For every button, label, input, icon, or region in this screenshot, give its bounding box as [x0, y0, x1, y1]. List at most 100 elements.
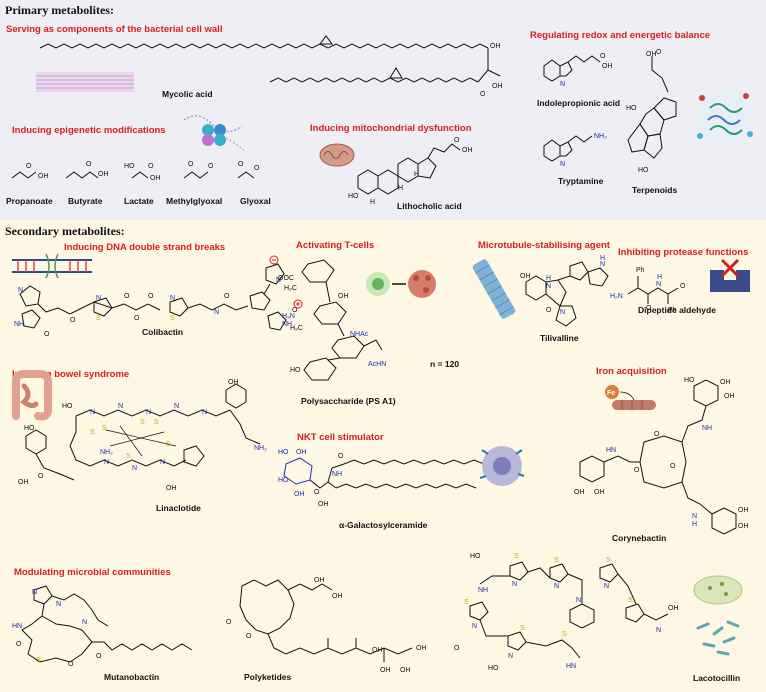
svg-text:NH₂: NH₂: [254, 445, 267, 452]
svg-text:O: O: [44, 331, 50, 338]
redox-title: Regulating redox and energetic balance: [530, 30, 711, 41]
secondary-heading: Secondary metabolites:: [5, 224, 125, 238]
svg-text:H: H: [546, 275, 551, 282]
svg-text:O: O: [16, 641, 22, 648]
svg-text:HO: HO: [348, 193, 359, 200]
secondary-panel: Secondary metabolites: Inducing DNA doub…: [0, 220, 766, 692]
svg-text:O: O: [654, 431, 660, 438]
svg-text:O: O: [454, 137, 460, 144]
svg-text:O: O: [188, 161, 194, 168]
svg-text:N: N: [508, 653, 513, 660]
iron-bacterium-illustration: Fe: [605, 385, 656, 410]
svg-text:O: O: [148, 163, 154, 170]
tcell-atom-h3c-2: H₃C: [290, 325, 303, 332]
nkt-cell-illustration: [476, 446, 528, 486]
svg-text:N: N: [560, 309, 565, 316]
svg-text:O: O: [124, 293, 130, 300]
svg-text:N: N: [56, 601, 61, 608]
svg-text:O: O: [546, 307, 552, 314]
intestine-illustration: [8, 370, 54, 422]
lactate-label: Lactate: [124, 196, 154, 206]
svg-text:S: S: [126, 453, 131, 460]
svg-text:O: O: [238, 161, 244, 168]
svg-text:S: S: [562, 631, 567, 638]
svg-text:N: N: [146, 409, 151, 416]
svg-text:N: N: [214, 309, 219, 316]
colibactin-label: Colibactin: [142, 327, 184, 337]
galactosylceramide-label: α-Galactosylceramide: [339, 520, 428, 530]
svg-text:OH: OH: [462, 147, 473, 154]
svg-text:OH: OH: [314, 577, 325, 584]
svg-text:N: N: [554, 583, 559, 590]
svg-text:S: S: [170, 315, 175, 322]
microbial-title: Modulating microbial communities: [14, 567, 171, 578]
svg-text:S: S: [36, 657, 41, 664]
indolepropionic-label: Indolepropionic acid: [537, 98, 621, 108]
svg-text:HO: HO: [626, 105, 637, 112]
microtubule-title: Microtubule-stabilising agent: [478, 240, 610, 251]
svg-text:S: S: [464, 599, 469, 606]
microtubule-icon: [472, 259, 516, 319]
svg-text:O: O: [254, 165, 260, 172]
svg-text:N: N: [132, 465, 137, 472]
lithocholic-acid-label: Lithocholic acid: [397, 201, 462, 211]
svg-text:S: S: [96, 315, 101, 322]
svg-text:OH: OH: [602, 63, 613, 70]
svg-text:N: N: [104, 459, 109, 466]
primary-panel: Primary metabolites: Serving as componen…: [0, 0, 766, 220]
svg-text:HO: HO: [638, 167, 649, 174]
fe-label: Fe: [607, 390, 615, 397]
nkt-title: NKT cell stimulator: [297, 432, 384, 443]
lacotocillin-label: Lacotocillin: [693, 673, 741, 683]
tcell-atom-h3c: H₃C: [284, 285, 297, 292]
svg-text:N: N: [160, 459, 165, 466]
tcell-title: Activating T-cells: [296, 240, 375, 251]
svg-text:O: O: [292, 307, 298, 314]
svg-text:O: O: [480, 91, 486, 98]
mutanobactin-label: Mutanobactin: [104, 672, 160, 682]
svg-text:N: N: [604, 583, 609, 590]
svg-text:OH: OH: [738, 507, 749, 514]
bowel-title: Inducing bowel syndrome: [12, 369, 130, 380]
svg-text:OH: OH: [724, 393, 735, 400]
svg-text:N: N: [170, 295, 175, 302]
svg-text:OH: OH: [18, 479, 29, 486]
tilivalline-label: Tilivalline: [540, 333, 579, 343]
polysaccharide-n: n = 120: [430, 359, 460, 369]
terpenoids-label: Terpenoids: [632, 185, 678, 195]
epigenetic-title: Inducing epigenetic modifications: [12, 125, 166, 136]
butyrate-label: Butyrate: [68, 196, 103, 206]
svg-text:O: O: [314, 489, 320, 496]
svg-text:OH: OH: [150, 175, 161, 182]
mycolic-acid-structure: OH OH O: [40, 30, 503, 98]
svg-text:OH: OH: [492, 83, 503, 90]
svg-text:OH: OH: [416, 645, 427, 652]
inhibited-protease-icon: [710, 258, 750, 292]
svg-text:S: S: [166, 441, 171, 448]
svg-text:N: N: [576, 597, 581, 604]
svg-text:OH: OH: [720, 379, 731, 386]
svg-text:O: O: [26, 163, 32, 170]
corynebactin-label: Corynebactin: [612, 533, 667, 543]
svg-text:S: S: [554, 557, 559, 564]
tcell-atom-ooc: OOC: [278, 275, 294, 282]
svg-text:O: O: [96, 653, 102, 660]
svg-text:N: N: [82, 619, 87, 626]
svg-text:H: H: [600, 255, 605, 262]
svg-text:HO: HO: [124, 163, 135, 170]
svg-text:OH: OH: [38, 173, 49, 180]
svg-text:OH: OH: [738, 523, 749, 530]
svg-text:N: N: [32, 589, 37, 596]
svg-text:N: N: [90, 409, 95, 416]
primary-heading: Primary metabolites:: [5, 3, 114, 17]
svg-text:OH: OH: [294, 491, 305, 498]
svg-text:HN: HN: [566, 663, 576, 670]
svg-text:OH: OH: [646, 51, 657, 58]
polysaccharide-label: Polysaccharide (PS A1): [301, 396, 396, 406]
svg-text:HO: HO: [488, 665, 499, 672]
